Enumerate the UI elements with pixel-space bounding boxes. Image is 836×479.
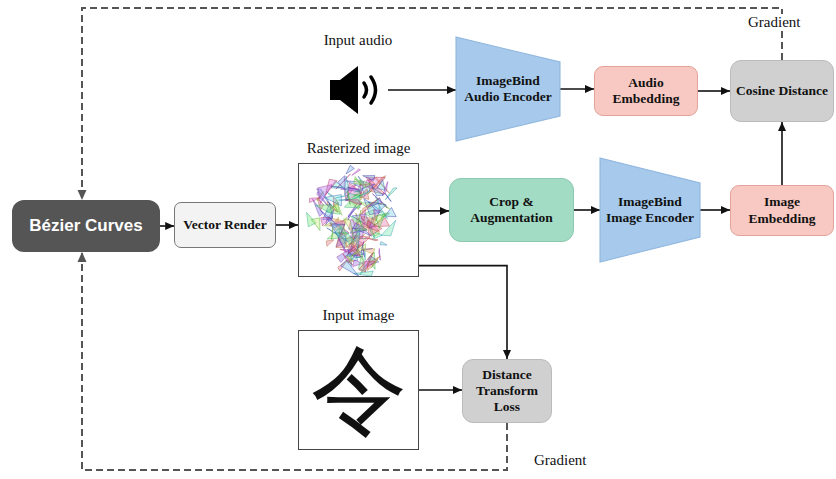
embedding-box: Image Embedding [730, 185, 834, 236]
flow-arrow [276, 224, 298, 226]
trapezoid-fill [600, 158, 700, 262]
flow-arrow [419, 210, 449, 212]
gradient-connector [82, 252, 507, 470]
encoder-trapezoid: ImageBind Audio Encoder [456, 37, 560, 141]
label-text: Audio Embedding [595, 75, 697, 107]
scribble-stroke [379, 248, 380, 260]
gradient-label: Gradient [532, 452, 588, 469]
input-frame: Input image令 [298, 330, 419, 450]
sound-wave [371, 77, 376, 103]
scribble-stroke [385, 193, 391, 201]
scribble-stroke [315, 205, 332, 214]
frame-heading: Rasterized image [307, 140, 411, 157]
scribble-stroke [373, 232, 383, 239]
scribble-stroke [318, 185, 332, 204]
distance-box: Cosine Distance [730, 60, 834, 122]
scribble-stroke [355, 179, 371, 187]
scribble-stroke [335, 232, 345, 249]
scribble-stroke [381, 220, 396, 236]
gradient-connector [82, 8, 782, 200]
audio-source: Input audio [328, 62, 388, 118]
scribble-stroke [385, 188, 397, 200]
trapezoid-fill [456, 37, 560, 141]
label-text: ImageBind Audio Encoder [456, 73, 560, 105]
scribble-stroke [354, 192, 371, 199]
scribble-stroke [356, 256, 360, 258]
flow-arrow [698, 90, 730, 92]
scribble-stroke [363, 175, 375, 180]
render-box: Vector Render [174, 202, 276, 248]
scribble-stroke [343, 254, 353, 265]
bezier-box: Bézier Curves [12, 200, 160, 252]
scribble-stroke [326, 240, 334, 247]
scribble-stroke [311, 218, 320, 231]
flow-arrow [781, 122, 783, 185]
embedding-box: Audio Embedding [594, 66, 698, 116]
scribble-stroke [382, 182, 387, 196]
augment-box: Crop & Augmentation [449, 178, 574, 242]
label-text: Crop & Augmentation [450, 194, 573, 226]
frame-heading: Input audio [324, 32, 393, 49]
sound-wave [364, 83, 367, 97]
flow-arrow [700, 209, 730, 211]
scribble-stroke [371, 259, 378, 269]
label-text: Image Embedding [731, 194, 833, 226]
label-text: Vector Render [179, 217, 271, 233]
label-text: Distance Transform Loss [463, 367, 551, 416]
scribble-stroke [372, 187, 383, 196]
scribble-stroke [355, 225, 367, 230]
raster-scribble [299, 164, 418, 276]
scribble-stroke [352, 169, 361, 176]
scribble-stroke [325, 195, 342, 206]
flow-arrow [419, 389, 462, 391]
raster-frame: Rasterized image [298, 163, 419, 277]
encoder-trapezoid: ImageBind Image Encoder [600, 158, 700, 262]
scribble-stroke [377, 180, 385, 191]
scribble-stroke [348, 191, 351, 205]
label-text: Bézier Curves [25, 216, 146, 236]
label-text: ImageBind Image Encoder [600, 194, 700, 226]
label-text: Cosine Distance [732, 83, 832, 99]
flow-arrow [388, 89, 456, 91]
scribble-stroke [364, 251, 365, 261]
glyph-image: 令 [307, 342, 411, 438]
gradient-label: Gradient [746, 14, 802, 31]
scribble-stroke [359, 253, 374, 272]
speaker-icon [328, 62, 388, 118]
scribble-stroke [346, 165, 354, 174]
scribble-stroke [350, 216, 360, 222]
scribble-stroke [380, 242, 387, 245]
scribble-stroke [371, 215, 378, 226]
scribble-stroke [368, 198, 382, 207]
scribble-stroke [324, 222, 332, 226]
scribble-stroke [345, 176, 349, 195]
flow-arrow [160, 225, 174, 227]
speaker-cone [340, 66, 358, 114]
flow-arrow [419, 266, 507, 359]
flow-arrow [560, 88, 594, 90]
loss-box: Distance Transform Loss [462, 359, 552, 423]
scribble-stroke [339, 238, 347, 252]
flow-arrow [574, 209, 600, 211]
scribble-stroke [309, 198, 320, 203]
frame-heading: Input image [322, 307, 394, 324]
scribble-stroke [355, 228, 360, 249]
scribble-stroke [346, 200, 362, 205]
